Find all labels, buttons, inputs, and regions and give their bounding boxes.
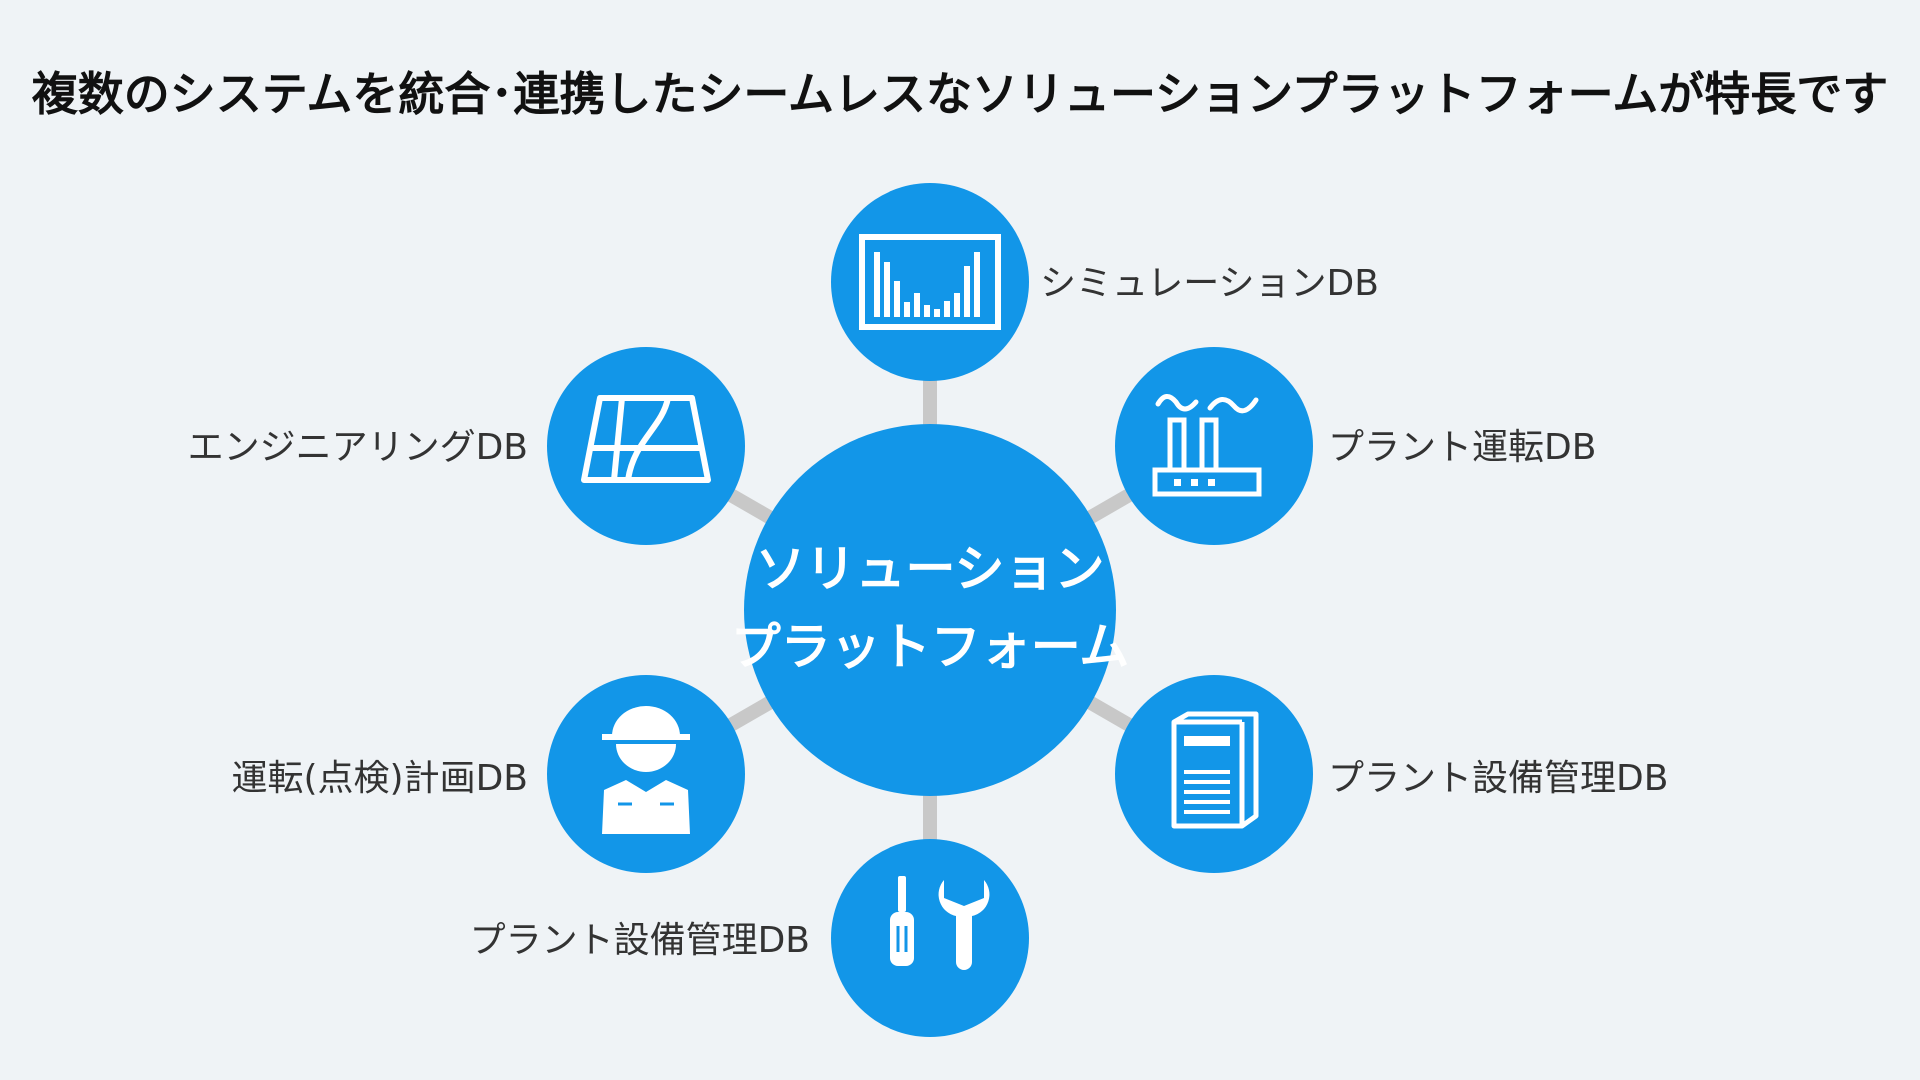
hub-label-line1: ソリューション bbox=[756, 540, 1105, 598]
node-plant-operation[interactable]: プラント運転DB bbox=[1115, 347, 1596, 545]
hub-label-line2: プラットフォーム bbox=[731, 618, 1130, 676]
node-label-engineering: エンジニアリングDB bbox=[188, 427, 528, 468]
hub-node[interactable]: ソリューション プラットフォーム bbox=[731, 424, 1130, 796]
node-engineering[interactable]: エンジニアリングDB bbox=[188, 347, 745, 545]
node-label-plant-operation: プラント運転DB bbox=[1328, 427, 1596, 468]
node-equipment-mgmt[interactable]: プラント設備管理DB bbox=[1115, 675, 1668, 873]
server-icon bbox=[1171, 711, 1259, 829]
tools-icon bbox=[890, 876, 990, 970]
map-icon bbox=[581, 395, 711, 483]
bar-chart-monitor-icon bbox=[859, 234, 1001, 330]
node-label-simulation: シミュレーションDB bbox=[1040, 263, 1379, 304]
node-label-maintenance: プラント設備管理DB bbox=[470, 920, 810, 961]
node-maintenance[interactable]: プラント設備管理DB bbox=[470, 839, 1029, 1037]
worker-icon bbox=[602, 706, 690, 834]
page-title: 複数のシステムを統合･連携したシームレスなソリューションプラットフォームが特長で… bbox=[31, 67, 1889, 121]
node-operation-plan[interactable]: 運転(点検)計画DB bbox=[231, 675, 745, 873]
node-simulation[interactable]: シミュレーションDB bbox=[831, 183, 1379, 381]
node-label-operation-plan: 運転(点検)計画DB bbox=[231, 758, 528, 799]
node-label-equipment-mgmt: プラント設備管理DB bbox=[1328, 758, 1668, 799]
factory-icon bbox=[1152, 394, 1262, 497]
